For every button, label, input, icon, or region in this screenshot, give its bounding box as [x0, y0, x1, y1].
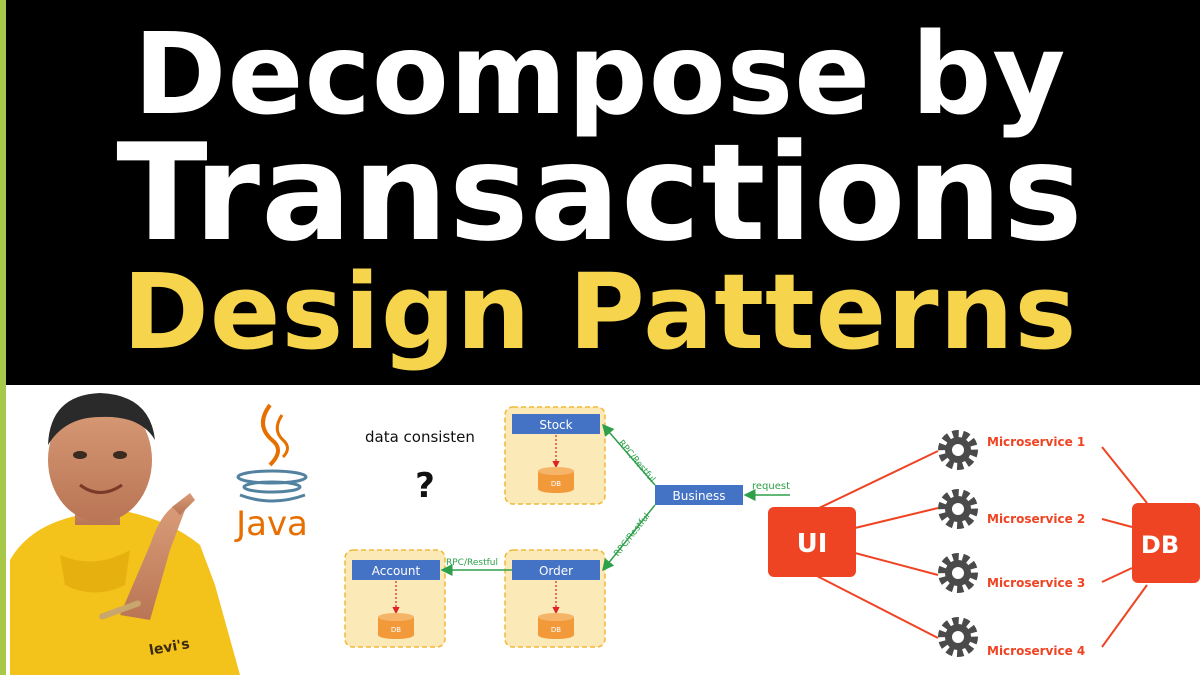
order-label: Order: [539, 564, 573, 578]
microservice-4-label: Microservice 4: [987, 644, 1085, 658]
stock-db-label: DB: [551, 480, 561, 488]
rpc-label-order: RPC/Restful: [612, 512, 652, 559]
ui-to-ms2-line: [854, 507, 939, 529]
ms1-to-db-line: [1101, 446, 1148, 504]
ms4-to-db-line: [1101, 584, 1148, 648]
microservice-2-label: Microservice 2: [987, 512, 1085, 526]
stock-label: Stock: [539, 418, 572, 432]
ui-to-ms3-line: [854, 552, 939, 576]
gear-icon-4: [938, 617, 978, 657]
order-service-group: Order DB: [504, 549, 606, 648]
microservices-diagram: UI DB Microservice 1 Microservice 2: [768, 430, 1200, 658]
illustration-svg: levi's Java data consisten ? Stock DB: [6, 385, 1200, 675]
title-banner: Decompose by Transactions Design Pattern…: [0, 0, 1200, 385]
microservice-1-label: Microservice 1: [987, 435, 1085, 449]
ui-to-ms4-line: [814, 574, 939, 639]
title-line-1: Decompose by: [133, 10, 1067, 140]
java-label: Java: [234, 504, 308, 544]
account-db-label: DB: [391, 626, 401, 634]
business-label: Business: [673, 489, 726, 503]
business-to-order-arrow: [602, 504, 656, 572]
microservice-3-label: Microservice 3: [987, 576, 1085, 590]
question-mark: ?: [415, 466, 435, 506]
ms3-to-db-line: [1101, 567, 1133, 583]
account-db-icon: [378, 613, 414, 639]
illustration-area: levi's Java data consisten ? Stock DB: [0, 385, 1200, 675]
stock-db-icon: [538, 467, 574, 493]
left-accent-strip: [0, 0, 6, 385]
title-line-3: Design Patterns: [122, 251, 1078, 373]
order-db-label: DB: [551, 626, 561, 634]
gear-icon-3: [938, 553, 978, 593]
account-label: Account: [372, 564, 421, 578]
rpc-label-stock: RPC/Restful: [616, 439, 657, 485]
java-logo: Java: [234, 403, 308, 544]
gear-icon-1: [938, 430, 978, 470]
rpc-label-account: RPC/Restful: [446, 558, 498, 568]
ms2-to-db-line: [1101, 518, 1133, 528]
gear-icon-2: [938, 489, 978, 529]
request-label: request: [752, 481, 790, 492]
left-accent-strip-bottom: [0, 385, 6, 675]
ui-to-ms1-line: [814, 450, 939, 511]
data-consistency-text: data consisten: [365, 428, 475, 446]
stock-service-group: Stock DB: [504, 406, 606, 505]
account-service-group: Account DB: [344, 549, 446, 648]
business-to-stock-arrow: [602, 423, 656, 486]
order-db-icon: [538, 613, 574, 639]
presenter-photo: levi's: [6, 385, 250, 675]
ui-box: [768, 507, 856, 577]
db-label: DB: [1141, 531, 1179, 559]
title-line-2: Transactions: [116, 115, 1084, 271]
ui-label: UI: [797, 529, 828, 559]
business-box: [655, 485, 743, 505]
db-box: [1132, 503, 1200, 583]
shirt-logo-text: levi's: [148, 636, 191, 659]
